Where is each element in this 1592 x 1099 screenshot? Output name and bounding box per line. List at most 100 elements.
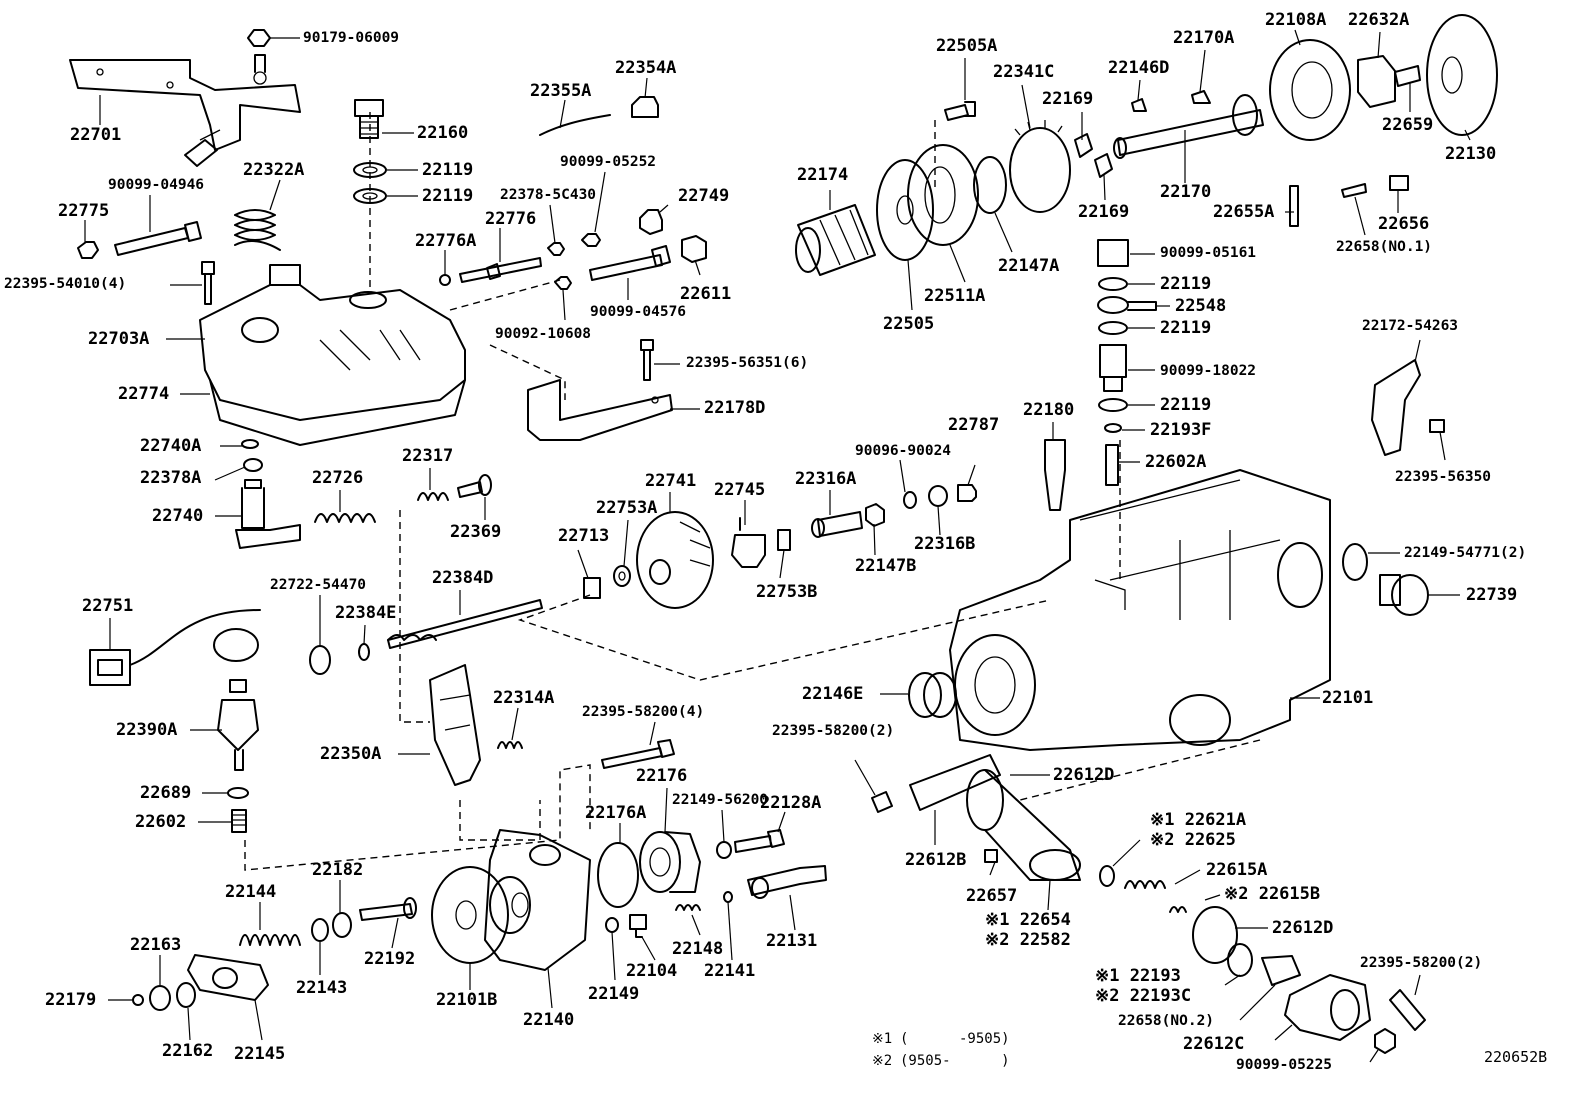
bolt-22395-56351	[640, 339, 654, 381]
label-22726: 22726	[312, 468, 364, 488]
label-22378-5C430: 22378-5C430	[500, 187, 597, 203]
label-22612B: 22612B	[905, 850, 967, 870]
label-22314A: 22314A	[493, 688, 555, 708]
label-22131: 22131	[766, 931, 818, 951]
label-22615B: ※2 22615B	[1224, 884, 1321, 904]
banjo-22548	[1097, 296, 1157, 314]
assembly-guide-lines	[244, 112, 1261, 871]
label-22612C: 22612C	[1183, 1034, 1245, 1054]
label-22722-54470: 22722-54470	[270, 577, 367, 593]
bracket-22172-54263	[1371, 359, 1421, 456]
spring-22148	[675, 904, 701, 911]
label-22178D: 22178D	[704, 398, 766, 418]
driveshaft-22170	[1113, 94, 1264, 159]
shaft-22384D	[387, 599, 543, 649]
pulley-22130	[1426, 14, 1498, 136]
clip-22740A	[241, 439, 259, 449]
label-22146E: 22146E	[802, 684, 864, 704]
bolt-22659	[1394, 65, 1421, 87]
nut-22749	[639, 209, 663, 235]
label-90099-05225: 90099-05225	[1236, 1057, 1333, 1073]
label-22141: 22141	[704, 961, 756, 981]
label-22658-no1: 22658(NO.1)	[1336, 239, 1433, 255]
label-22632A: 22632A	[1348, 10, 1410, 30]
spring-22144	[239, 934, 301, 946]
washer-22753A	[613, 565, 631, 587]
gear-22174	[795, 204, 876, 276]
label-22753B: 22753B	[756, 582, 818, 602]
label-22656: 22656	[1378, 214, 1430, 234]
washer-22149-56200	[716, 841, 732, 859]
label-22101B: 22101B	[436, 990, 498, 1010]
label-22657: 22657	[966, 886, 1018, 906]
label-22602A: 22602A	[1145, 452, 1207, 472]
plug-22739	[1379, 574, 1429, 616]
footnote-1-text: ( -9505)	[900, 1031, 1010, 1047]
spring-22615A	[1124, 880, 1166, 889]
label-22169-b: 22169	[1078, 202, 1130, 222]
label-22172-54263: 22172-54263	[1362, 318, 1459, 334]
label-22146D: 22146D	[1108, 58, 1170, 78]
label-22740: 22740	[152, 506, 204, 526]
cylinder-22612D-a	[966, 769, 1081, 881]
wire-22355A	[539, 114, 611, 136]
label-22160: 22160	[417, 123, 469, 143]
valve-22176	[639, 831, 701, 893]
label-22621A: ※1 22621A	[1150, 810, 1247, 830]
label-90099-18022: 90099-18022	[1160, 363, 1257, 379]
spacer-22169-b	[1094, 153, 1113, 178]
bracket-22701	[69, 54, 301, 167]
label-22739: 22739	[1466, 585, 1518, 605]
label-90179-06009: 90179-06009	[303, 30, 400, 46]
label-22615A: 22615A	[1206, 860, 1268, 880]
washer-22689	[227, 787, 249, 799]
label-22776A: 22776A	[415, 231, 477, 251]
label-22659: 22659	[1382, 115, 1434, 135]
bolt-22658-no1	[1341, 183, 1367, 198]
label-22776: 22776	[485, 209, 537, 229]
ball-22141	[723, 891, 733, 903]
label-22611: 22611	[680, 284, 732, 304]
ring-22147A	[973, 156, 1007, 214]
filter-22602A	[1105, 444, 1119, 486]
pump-housing-22101	[949, 469, 1331, 751]
label-90099-05252: 90099-05252	[560, 154, 657, 170]
label-22369: 22369	[450, 522, 502, 542]
key-22170A	[1191, 90, 1211, 104]
label-22169-a: 22169	[1042, 89, 1094, 109]
oring-22193F	[1104, 423, 1122, 433]
label-22322A: 22322A	[243, 160, 305, 180]
label-22119-a: 22119	[422, 160, 474, 180]
label-22703A: 22703A	[88, 329, 150, 349]
pin-22369	[457, 474, 492, 498]
bolt-90099-18022	[1099, 344, 1127, 392]
label-22655A: 22655A	[1213, 202, 1275, 222]
label-22162: 22162	[162, 1041, 214, 1061]
label-22505A: 22505A	[936, 36, 998, 56]
label-22147A: 22147A	[998, 256, 1060, 276]
spring-22726	[314, 513, 376, 523]
screw-22128A	[734, 829, 785, 853]
spacer-22169-a	[1074, 133, 1093, 158]
label-22148: 22148	[672, 939, 724, 959]
label-22602: 22602	[135, 812, 187, 832]
bolt-90099-04946	[114, 221, 202, 256]
label-22317: 22317	[402, 446, 454, 466]
plug-22658-no2	[1261, 955, 1301, 986]
label-22119-c: 22119	[1160, 274, 1212, 294]
label-90092-10608: 90092-10608	[495, 326, 592, 342]
plate-22612B	[909, 754, 1001, 811]
leader-lines	[84, 29, 1471, 1063]
label-22144: 22144	[225, 882, 277, 902]
lever-22740	[235, 479, 301, 549]
label-22354A: 22354A	[615, 58, 677, 78]
label-22350A: 22350A	[320, 744, 382, 764]
label-22193: ※1 22193	[1095, 966, 1181, 986]
label-22713: 22713	[558, 526, 610, 546]
label-22395-56351: 22395-56351(6)	[686, 355, 809, 371]
label-22119-b: 22119	[422, 186, 474, 206]
label-22741: 22741	[645, 471, 697, 491]
label-22582: ※2 22582	[985, 930, 1071, 950]
label-22147B: 22147B	[855, 556, 917, 576]
